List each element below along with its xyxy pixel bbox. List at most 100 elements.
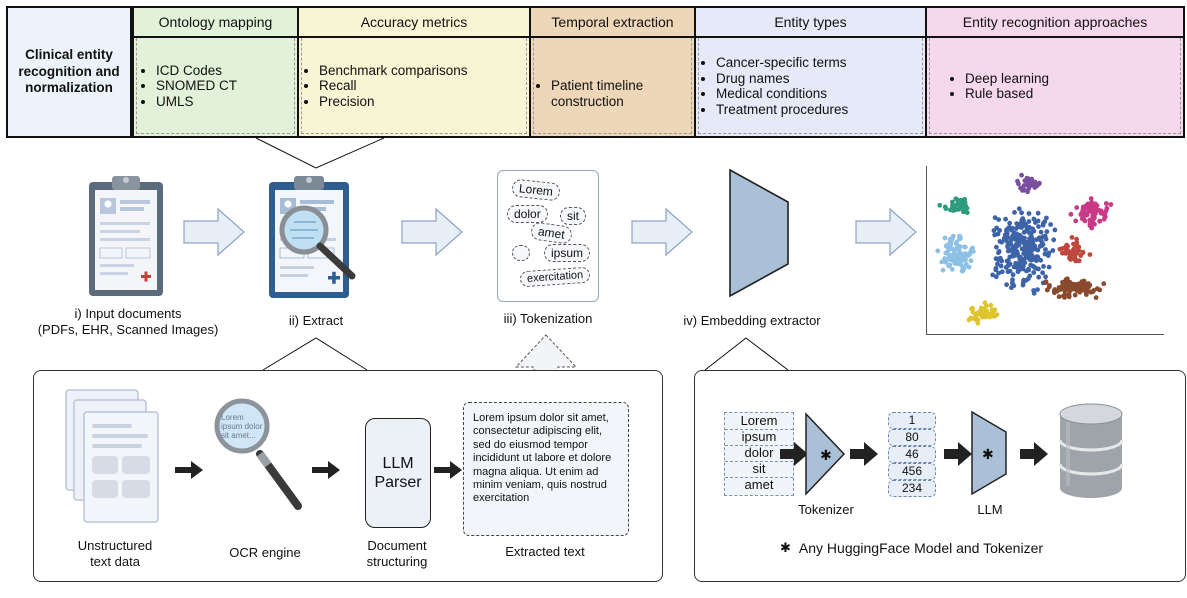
input-label-line1: i) Input documents	[74, 306, 182, 321]
scatter-point	[1056, 294, 1062, 300]
ocr-engine-label: OCR engine	[229, 545, 301, 560]
scatter-point	[970, 309, 976, 315]
tokenization-card: Lorem dolor sit amet ipsum exercitation	[497, 170, 599, 302]
scatter-point	[1077, 284, 1083, 290]
scatter-point	[1086, 282, 1092, 288]
scatter-point	[1033, 265, 1038, 271]
scatter-point	[1064, 242, 1070, 248]
scatter-point	[1093, 295, 1099, 300]
category-header-text: Entity recognition approaches	[962, 14, 1148, 30]
token-chip: Lorem	[511, 178, 561, 202]
scatter-point	[1031, 181, 1037, 187]
extracted-text: Lorem ipsum dolor sit amet, consectetur …	[473, 412, 612, 505]
scatter-point	[1052, 227, 1058, 233]
scatter-point	[993, 274, 999, 280]
scatter-point	[984, 308, 990, 314]
scatter-point	[1082, 218, 1088, 224]
arrow-icon	[944, 442, 972, 466]
scatter-point	[1051, 288, 1057, 294]
scatter-point	[1026, 211, 1032, 216]
token-id: 456	[888, 463, 936, 480]
scatter-point	[1020, 282, 1026, 288]
scatter-point	[1008, 227, 1014, 233]
scatter-point	[1041, 264, 1046, 269]
scatter-point	[1004, 282, 1009, 288]
category-item: Patient timeline construction	[551, 78, 671, 109]
token-chip: sit	[560, 207, 586, 225]
scatter-point	[996, 250, 1001, 256]
scatter-point	[1035, 218, 1041, 224]
scatter-point	[1004, 229, 1009, 234]
scatter-point	[1045, 253, 1051, 258]
scatter-point	[966, 264, 972, 270]
word-item: ipsum	[725, 429, 793, 446]
scatter-point	[1087, 207, 1092, 213]
scatter-point	[1007, 261, 1013, 267]
scatter-point	[1019, 172, 1024, 178]
category-header-text: Entity types	[774, 14, 847, 30]
scatter-point	[1011, 283, 1017, 289]
scatter-point	[970, 316, 975, 321]
scatter-point	[1031, 216, 1037, 222]
category-header: Entity types	[694, 6, 925, 38]
scatter-point	[1097, 218, 1103, 224]
scatter-point	[1037, 180, 1042, 186]
arrow-icon	[434, 461, 462, 479]
scatter-point	[1038, 257, 1044, 263]
scatter-point	[946, 256, 952, 262]
category-item: Deep learning	[965, 71, 1049, 87]
title-cell: Clinical entity recognition and normaliz…	[6, 6, 132, 138]
category-header: Ontology mapping	[132, 6, 297, 38]
scatter-point	[1046, 264, 1052, 270]
document-structuring-label: Document structuring	[342, 538, 452, 570]
scatter-point	[995, 257, 1001, 263]
input-documents-label: i) Input documents (PDFs, EHR, Scanned I…	[20, 306, 236, 338]
scatter-point	[970, 245, 975, 251]
input-label-line2: (PDFs, EHR, Scanned Images)	[37, 322, 219, 337]
token-id: 234	[888, 480, 936, 497]
scatter-point	[1035, 210, 1041, 216]
scatter-point	[1076, 258, 1082, 264]
scatter-point	[1051, 237, 1057, 243]
scatter-point	[935, 248, 941, 254]
scatter-point	[1016, 181, 1021, 187]
scatter-point	[948, 244, 953, 249]
scatter-point	[1090, 216, 1096, 221]
token-chip: ipsum	[544, 244, 591, 262]
scatter-point	[1074, 205, 1080, 210]
scatter-point	[1029, 176, 1035, 182]
scatter-point	[993, 267, 999, 273]
scatter-point	[1010, 277, 1015, 283]
scatter-point	[1035, 247, 1041, 253]
category-item: Recall	[319, 78, 468, 94]
scatter-point	[1040, 270, 1045, 276]
scatter-point	[1021, 187, 1027, 193]
category-item-list: Benchmark comparisonsRecallPrecision	[295, 63, 468, 110]
category-item: UMLS	[156, 94, 237, 110]
scatter-point	[1087, 221, 1093, 226]
scatter-point	[1087, 252, 1093, 257]
scatter-point	[968, 258, 974, 264]
input-document-icon	[89, 176, 163, 296]
scatter-point	[946, 263, 952, 269]
scatter-point	[1034, 237, 1040, 242]
llm-parser-box: LLM Parser	[365, 418, 431, 528]
category-item: Rule based	[965, 86, 1049, 102]
scatter-point	[1091, 288, 1097, 293]
scatter-point	[1013, 260, 1019, 266]
word-item: dolor	[725, 445, 793, 462]
scatter-point	[999, 239, 1005, 245]
scatter-point	[1065, 248, 1071, 253]
scatter-point	[988, 313, 993, 318]
huggingface-footnote: ✱ Any HuggingFace Model and Tokenizer	[780, 540, 1100, 556]
scatter-point	[1040, 242, 1046, 247]
scatter-point	[1076, 244, 1082, 250]
scatter-point	[1035, 287, 1040, 292]
category-item: ICD Codes	[156, 63, 237, 79]
scatter-point	[1027, 273, 1033, 279]
category-item-list: ICD CodesSNOMED CTUMLS	[132, 63, 237, 110]
scatter-point	[1028, 257, 1034, 263]
svg-text:✱: ✱	[982, 447, 994, 463]
arrow-icon	[1020, 442, 1048, 466]
